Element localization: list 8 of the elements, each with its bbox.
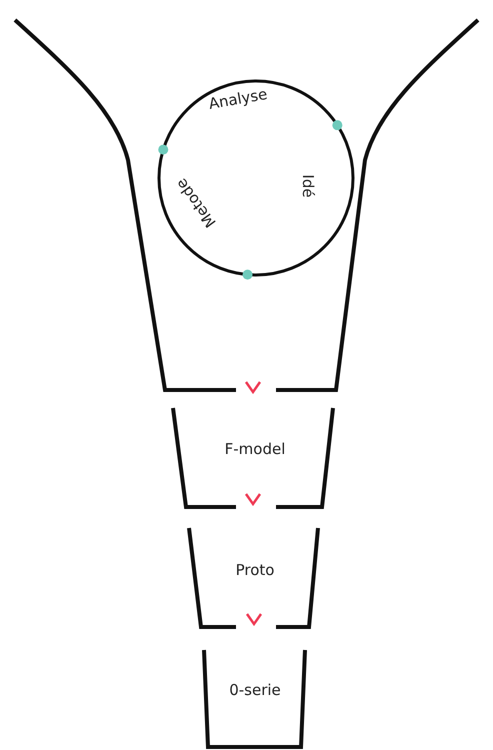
chevron-arrow (244, 381, 262, 394)
stage-label: Proto (236, 561, 274, 579)
cycle-label: Analyse (207, 85, 269, 113)
chevron-arrow (244, 493, 262, 506)
stage-label: 0-serie (229, 681, 281, 699)
stage-label: F-model (224, 440, 286, 458)
chevron-arrow (246, 613, 262, 626)
cycle-label: Idé (299, 174, 317, 198)
